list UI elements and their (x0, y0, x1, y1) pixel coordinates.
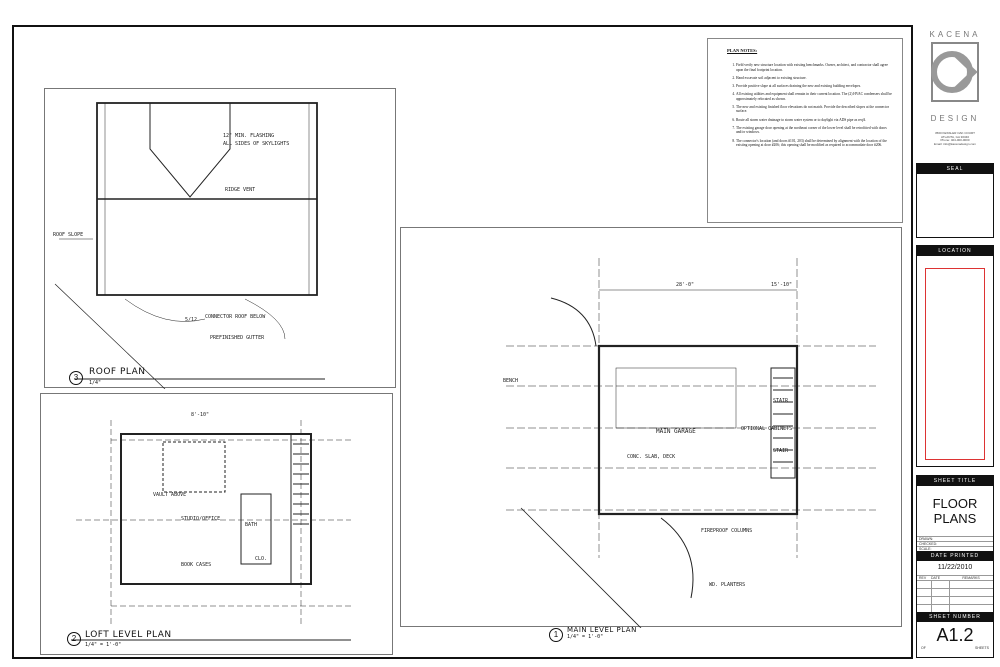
main-label: WD. PLANTERS (709, 582, 746, 588)
drawing-number-bubble: 1 (549, 628, 563, 642)
loft-label: VAULT ABOVE (153, 492, 187, 498)
seal-box: SEAL (916, 163, 994, 238)
roof-label: 5/12 (185, 317, 198, 323)
firm-logo: KACENA DESIGN (922, 30, 988, 130)
plan-note: The new and existing finished floor elev… (736, 105, 892, 114)
main-plan-drawing (506, 258, 876, 628)
plan-note: Provide positive slope at all surfaces d… (736, 84, 892, 88)
main-label: 15'-10" (771, 282, 793, 288)
drawing-scale: 1/4" (89, 380, 102, 386)
roof-label: ROOF SLOPE (53, 232, 84, 238)
drawing-title: LOFT LEVEL PLAN (85, 630, 172, 640)
firm-name-bottom: DESIGN (930, 114, 980, 123)
plan-notes: PLAN NOTES: Field verify new structure l… (707, 38, 903, 223)
main-label: MAIN GARAGE (656, 428, 696, 435)
address-line: 3560 KESSLER OAK COURT (935, 131, 975, 135)
location-header: LOCATION (917, 246, 993, 256)
plan-note: Route all storm water drainage to storm … (736, 118, 892, 122)
rev-col: DATE (931, 576, 941, 580)
loft-label: STUDIO/OFFICE (181, 516, 221, 522)
field-drawn: DRAWN: (917, 536, 993, 541)
sheet-number-header: SHEET NUMBER (917, 612, 993, 622)
location-box: LOCATION (916, 245, 994, 467)
roof-label: PREFINISHED GUTTER (210, 335, 265, 341)
date-printed-header: DATE PRINTED (917, 551, 993, 561)
sheet-title: FLOOR PLANS (932, 496, 978, 526)
roof-label: CONNECTOR ROOF BELOW (205, 314, 266, 320)
rev-col: REV (919, 576, 927, 580)
roof-label: RIDGE VENT (225, 187, 256, 193)
seal-header: SEAL (917, 164, 993, 174)
plan-note: The existing garage door opening at the … (736, 126, 892, 135)
roof-label: ALL SIDES OF SKYLIGHTS (223, 141, 290, 147)
roof-label: 12" MIN. FLASHING (223, 133, 275, 139)
main-label: STAIR (773, 398, 789, 404)
loft-plan-drawing (71, 420, 351, 641)
kacena-logo-mark (931, 42, 979, 102)
field-scale: SCALE: (917, 546, 993, 551)
plan-note: All existing utilities and equipment sha… (736, 92, 892, 101)
main-label: STAIR (773, 448, 789, 454)
sheet-of-label: OF (921, 646, 926, 650)
address-line: Phone: 404-000-0000 (940, 138, 970, 143)
plan-note: The connector's location (and doors #101… (736, 139, 892, 148)
main-label: BENCH (503, 378, 519, 384)
main-label: OPTIONAL CABINETS (741, 426, 793, 432)
loft-label: 8'-10" (191, 412, 210, 418)
roof-plan-panel: RIDGE VENT 12" MIN. FLASHING ALL SIDES O… (44, 88, 396, 389)
main-plan-panel: MAIN GARAGE STAIR STAIR OPTIONAL CABINET… (400, 227, 902, 642)
drawing-number-bubble: 3 (69, 371, 83, 385)
field-checked: CHECKED: (917, 541, 993, 546)
main-label: FIREPROOF COLUMNS (701, 528, 753, 534)
firm-name-top: KACENA (929, 30, 981, 39)
main-label: CONC. SLAB, DECK (627, 454, 676, 460)
loft-label: CLO. (255, 556, 268, 562)
rev-col: REMARKS (962, 576, 980, 580)
plan-note: Hand excavate soil adjacent to existing … (736, 76, 892, 80)
sheet-number: A1.2 (936, 625, 974, 645)
sheets-label: SHEETS (974, 646, 989, 650)
drawing-sheet-border (12, 25, 913, 659)
loft-label: BATH (245, 522, 258, 528)
loft-plan-panel: STUDIO/OFFICE VAULT ABOVE BATH CLO. BOOK… (40, 393, 393, 655)
plan-note: Field verify new structure location with… (736, 63, 892, 72)
date-printed: 11/22/2010 (937, 564, 973, 571)
revision-table-header: REV DATE REMARKS (917, 575, 993, 580)
location-map-frame (925, 268, 985, 460)
address-line: ATLANTA, GA 30340 (940, 134, 970, 139)
drawing-title: MAIN LEVEL PLAN (567, 626, 637, 634)
roof-plan-drawing (54, 102, 325, 389)
address-line: Email: info@kacenadesign.com (933, 141, 977, 146)
plan-notes-heading: PLAN NOTES: (727, 48, 758, 53)
revision-table (917, 580, 993, 612)
firm-address: 3560 KESSLER OAK COURT ATLANTA, GA 30340… (918, 131, 992, 146)
main-label: 28'-0" (676, 282, 695, 288)
sheet-info-box: SHEET TITLE FLOOR PLANS DRAWN: CHECKED: … (916, 475, 994, 658)
loft-label: BOOK CASES (181, 562, 212, 568)
drawing-title: ROOF PLAN (89, 367, 146, 377)
drawing-scale: 1/4" = 1'-0" (567, 634, 604, 640)
sheet-title-header: SHEET TITLE (917, 476, 993, 486)
drawing-scale: 1/4" = 1'-0" (85, 642, 122, 648)
drawing-number-bubble: 2 (67, 632, 81, 646)
